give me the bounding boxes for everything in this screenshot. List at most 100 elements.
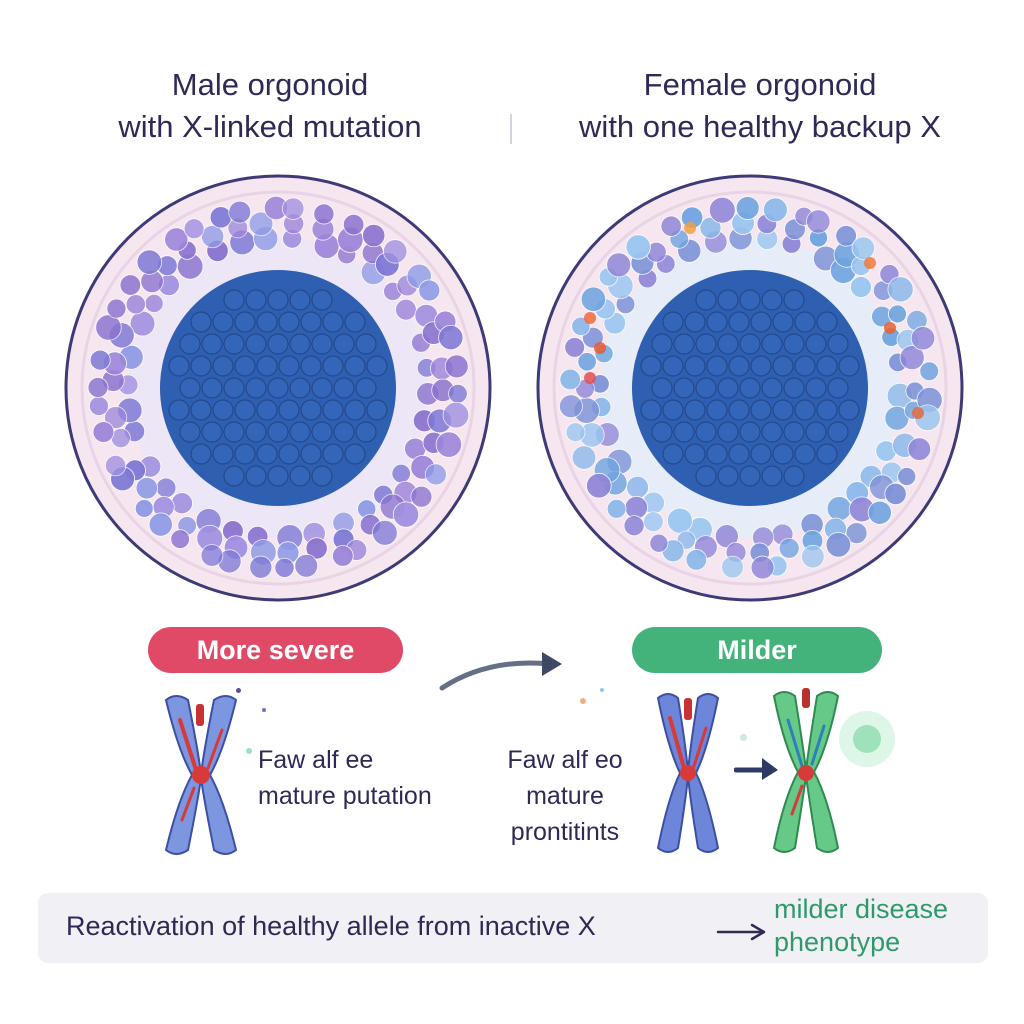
female-note-line3: prontitints	[510, 818, 620, 846]
core-cell	[684, 399, 706, 421]
core-cell	[267, 465, 289, 487]
ring-cell	[248, 211, 274, 237]
core-cell	[245, 465, 267, 487]
ring-cell	[699, 216, 722, 239]
ring-cell	[183, 218, 205, 240]
core-cell	[739, 289, 761, 311]
ring-cell	[623, 515, 645, 537]
core-cell	[344, 399, 366, 421]
ring-cell	[395, 298, 417, 321]
core-cell	[278, 311, 300, 333]
core-cell	[684, 443, 706, 465]
core-cell	[717, 421, 739, 443]
ring-cell	[92, 421, 115, 443]
core-cell	[245, 289, 267, 311]
ring-cell	[825, 532, 852, 558]
ring-cell	[383, 239, 408, 264]
curved-arrow-icon	[439, 652, 562, 691]
core-cell	[739, 333, 761, 355]
core-cell	[783, 465, 805, 487]
core-cell	[179, 333, 201, 355]
ring-cell	[564, 337, 585, 358]
female-core-cells	[640, 289, 860, 487]
ring-cell	[362, 223, 386, 248]
core-cell	[322, 399, 344, 421]
ring-cell	[392, 501, 420, 528]
male-note-line2: mature putation	[258, 782, 432, 810]
ring-cell	[721, 555, 744, 579]
core-cell	[322, 355, 344, 377]
ring-cell	[228, 200, 252, 224]
ring-cell	[125, 294, 146, 315]
ring-cell	[625, 234, 651, 260]
accent-cell	[912, 407, 924, 419]
core-cell	[651, 377, 673, 399]
male-core-cells	[168, 289, 388, 487]
core-cell	[344, 443, 366, 465]
core-cell	[706, 399, 728, 421]
ring-cell	[200, 224, 225, 249]
core-cell	[761, 465, 783, 487]
core-cell	[783, 289, 805, 311]
core-cell	[838, 355, 860, 377]
ring-cell	[170, 492, 193, 515]
ring-cell	[104, 454, 127, 477]
ring-cell	[88, 396, 109, 417]
male-ring-cells	[87, 195, 470, 579]
core-cell	[311, 421, 333, 443]
core-cell	[245, 377, 267, 399]
male-title-line1: Male orgonoid	[171, 67, 369, 102]
core-cell	[289, 421, 311, 443]
ring-cell	[135, 476, 159, 500]
core-cell	[728, 399, 750, 421]
ring-cell	[87, 377, 109, 398]
core-cell	[662, 443, 684, 465]
core-cell	[816, 311, 838, 333]
core-cell	[322, 443, 344, 465]
ring-cell	[606, 252, 632, 278]
core-cell	[223, 333, 245, 355]
core-cell	[234, 311, 256, 333]
result-line2: phenotype	[774, 927, 901, 957]
ring-cell	[274, 557, 295, 578]
speck-decoration	[600, 688, 604, 692]
core-cell	[739, 421, 761, 443]
core-cell	[805, 333, 827, 355]
core-cell	[201, 333, 223, 355]
ring-cell	[435, 431, 463, 458]
core-cell	[190, 399, 212, 421]
core-cell	[772, 399, 794, 421]
core-cell	[772, 311, 794, 333]
core-cell	[750, 399, 772, 421]
ring-cell	[649, 533, 669, 553]
ring-cell	[209, 206, 232, 229]
core-cell	[267, 377, 289, 399]
ring-cell	[626, 475, 649, 499]
core-cell	[267, 289, 289, 311]
ring-cell	[559, 368, 581, 391]
ring-cell	[89, 349, 111, 371]
core-cell	[212, 443, 234, 465]
core-cell	[212, 355, 234, 377]
accent-cell	[884, 322, 896, 334]
core-cell	[344, 355, 366, 377]
male-cell-note: Faw alf ee mature putation	[258, 742, 432, 814]
core-cell	[201, 377, 223, 399]
core-cell	[827, 377, 849, 399]
ring-cell	[424, 463, 447, 486]
milder-badge: Milder	[632, 627, 882, 673]
core-cell	[212, 311, 234, 333]
core-cell	[267, 421, 289, 443]
core-cell	[366, 355, 388, 377]
core-cell	[256, 355, 278, 377]
summary-banner-text: Reactivation of healthy allele from inac…	[66, 911, 596, 941]
ring-cell	[708, 196, 736, 224]
ring-cell	[919, 361, 940, 382]
core-cell	[223, 289, 245, 311]
ring-cell	[571, 445, 597, 470]
core-cell	[278, 399, 300, 421]
ring-cell	[897, 467, 917, 486]
core-cell	[717, 377, 739, 399]
core-cell	[794, 399, 816, 421]
ring-cell	[155, 477, 177, 499]
